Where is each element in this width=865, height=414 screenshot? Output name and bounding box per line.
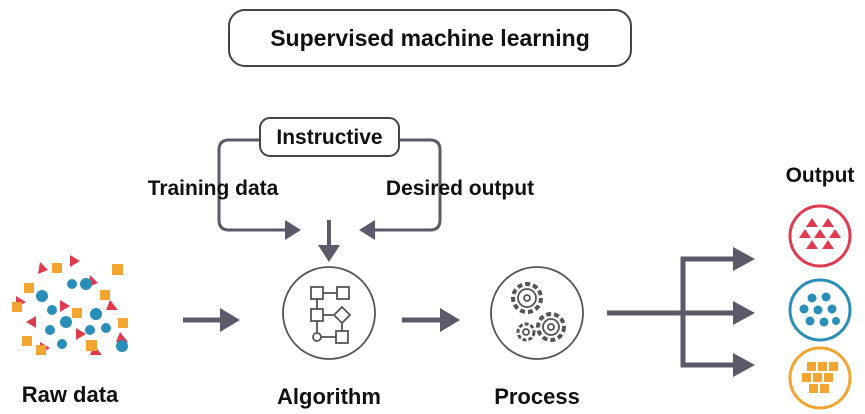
- diagram-title: Supervised machine learning: [270, 25, 590, 51]
- training-arrowhead: [285, 220, 301, 240]
- output-label: Output: [786, 164, 855, 187]
- training-data-label: Training data: [148, 177, 279, 200]
- instructive-down-arrowhead: [318, 245, 340, 262]
- output-squares-icon: [788, 346, 852, 410]
- raw-data-icon: [12, 255, 128, 355]
- desired-output-label: Desired output: [386, 177, 534, 200]
- output-circles-icon: [788, 278, 852, 342]
- arrow-raw-to-algorithm-head: [220, 308, 240, 332]
- algorithm-icon: [282, 266, 376, 360]
- instructive-label: Instructive: [276, 126, 382, 149]
- raw-data-label: Raw data: [22, 382, 119, 407]
- process-label: Process: [494, 384, 580, 409]
- output-branch-arrows: [607, 247, 755, 377]
- instructive-bracket: [217, 138, 442, 232]
- desired-arrowhead: [359, 220, 375, 240]
- title-box: [228, 9, 632, 67]
- arrow-algorithm-to-process-head: [440, 308, 460, 332]
- output-triangles-icon: [788, 204, 852, 268]
- algorithm-label: Algorithm: [277, 384, 381, 409]
- process-icon: [490, 266, 584, 360]
- instructive-box: [259, 117, 400, 157]
